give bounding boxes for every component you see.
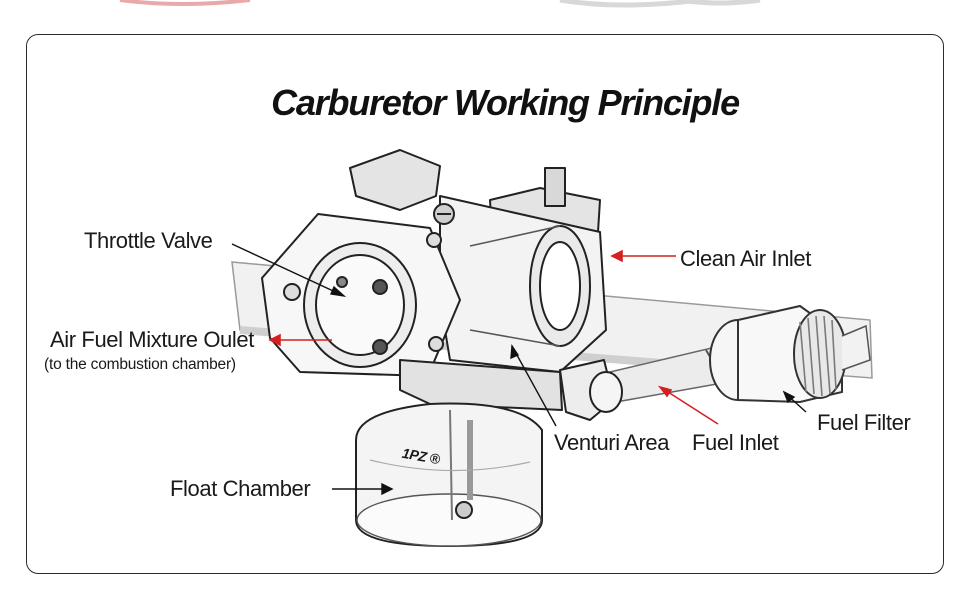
leader-lines [231, 243, 807, 496]
diagram-title: Carburetor Working Principle [271, 82, 740, 123]
top-decoration [119, 0, 761, 8]
float-chamber-bowl [355, 402, 543, 548]
fuel-filter-body [709, 304, 871, 404]
label-fuel-filter: Fuel Filter [817, 410, 911, 435]
carburetor-body [261, 149, 623, 421]
label-air-fuel-mixture-outlet: Air Fuel Mixture Oulet [50, 327, 254, 352]
label-throttle-valve: Throttle Valve [84, 228, 213, 253]
label-air-fuel-mixture-note: (to the combustion chamber) [44, 356, 236, 373]
red-arrows [268, 249, 719, 425]
label-clean-air-inlet: Clean Air Inlet [680, 246, 811, 271]
label-float-chamber: Float Chamber [170, 476, 311, 501]
label-fuel-inlet: Fuel Inlet [692, 430, 779, 455]
label-venturi-area: Venturi Area [554, 430, 670, 455]
